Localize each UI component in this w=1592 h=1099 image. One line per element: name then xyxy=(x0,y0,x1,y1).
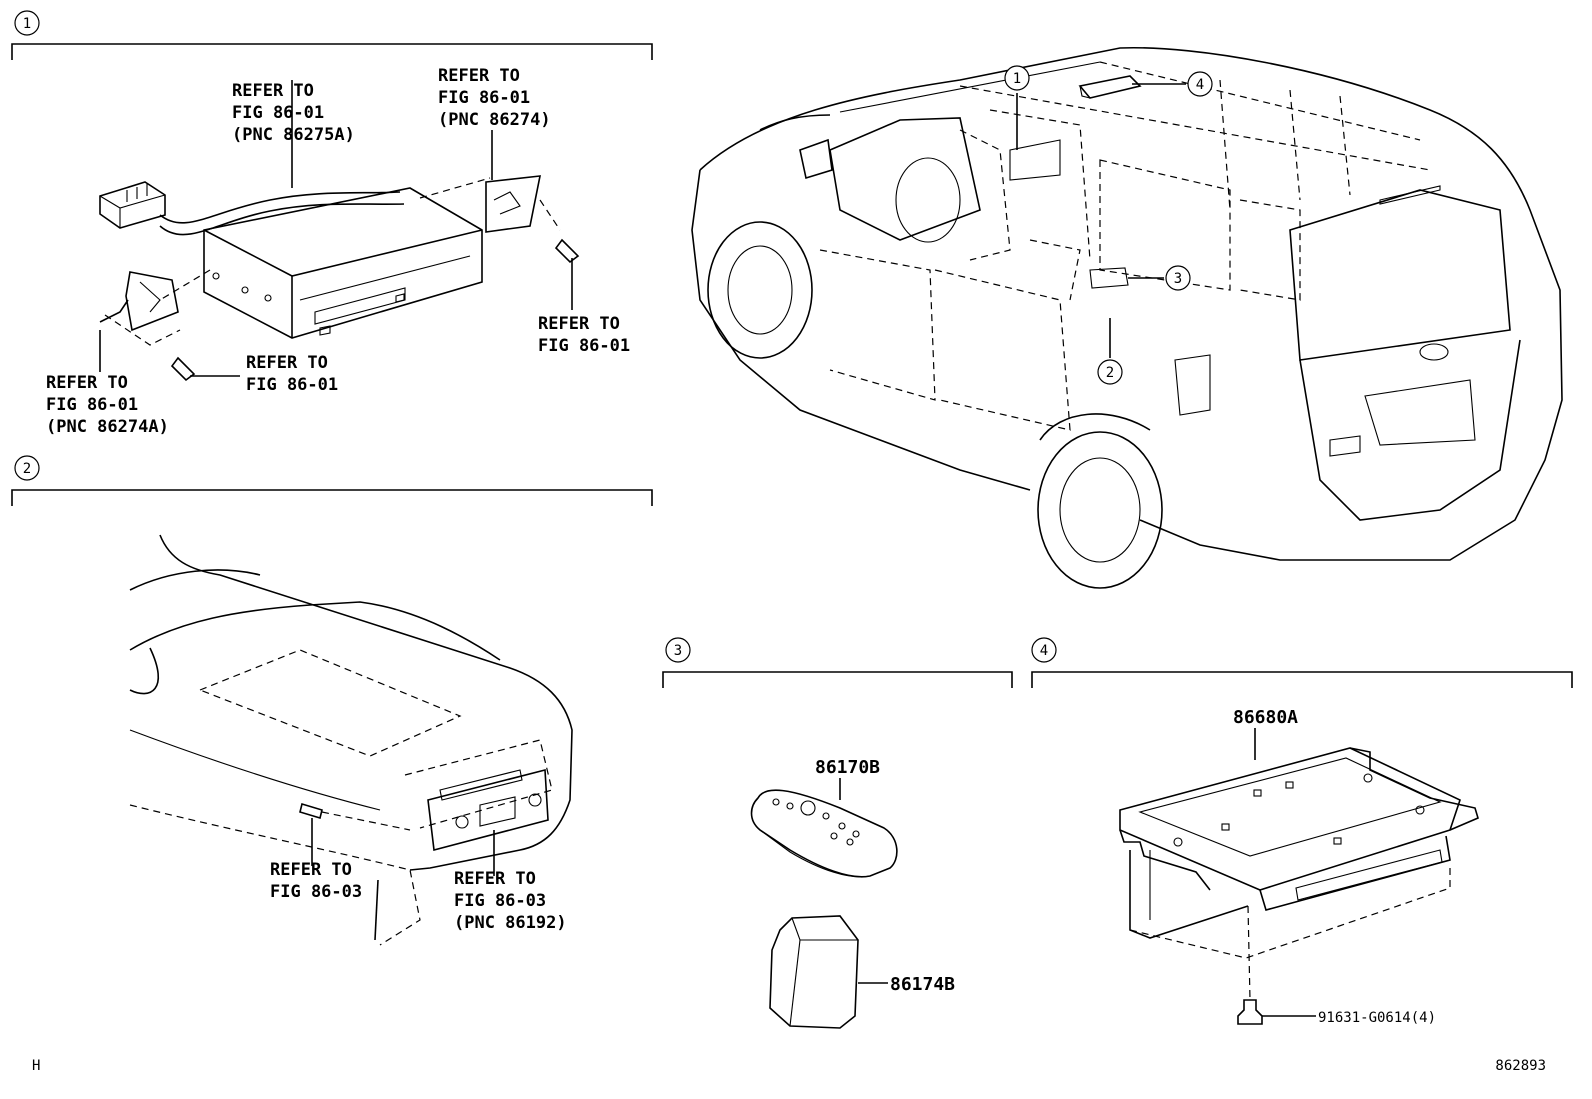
svg-text:REFER TO: REFER TO xyxy=(438,66,520,86)
section-1-callout-number: 1 xyxy=(23,16,31,32)
section-4-bracket xyxy=(1031,671,1573,688)
ref-label-top-right: REFER TO FIG 86-01 (PNC 86274) xyxy=(438,66,551,180)
svg-text:REFER TO: REFER TO xyxy=(454,869,536,889)
ceiling-monitor-drawing xyxy=(1119,728,1479,1001)
section-1-callout-circle xyxy=(14,10,40,36)
section-4: 4 86680A 91631-G06 xyxy=(1031,637,1573,1026)
section-3-callout-circle xyxy=(665,637,691,663)
svg-text:REFER TO: REFER TO xyxy=(46,373,128,393)
vehicle-callout-1-circle xyxy=(1004,65,1030,91)
vehicle-callout-4-circle xyxy=(1187,71,1213,97)
ref-label-bottom-mid: REFER TO FIG 86-01 xyxy=(246,353,338,395)
vehicle-drawing xyxy=(691,46,1563,589)
section-1-bracket xyxy=(11,43,653,60)
svg-text:REFER TO: REFER TO xyxy=(538,314,620,334)
dvd-player-unit xyxy=(159,177,491,339)
part-number-cover: 86174B xyxy=(890,974,955,995)
svg-text:FIG 86-03: FIG 86-03 xyxy=(270,882,362,902)
vehicle-callout-3: 3 xyxy=(1174,271,1182,287)
ref-label-section-2-left: REFER TO FIG 86-03 xyxy=(270,860,362,902)
svg-text:FIG 86-01: FIG 86-01 xyxy=(232,103,324,123)
ref-label-bottom-left: REFER TO FIG 86-01 (PNC 86274A) xyxy=(46,373,169,437)
part-number-remote: 86170B xyxy=(815,757,880,778)
svg-text:FIG 86-01: FIG 86-01 xyxy=(46,395,138,415)
vehicle-callout-3-circle xyxy=(1165,265,1191,291)
ref-label-section-2-right: REFER TO FIG 86-03 (PNC 86192) xyxy=(454,869,567,933)
left-bracket xyxy=(99,271,181,346)
svg-text:FIG 86-01: FIG 86-01 xyxy=(438,88,530,108)
section-2-bracket xyxy=(11,489,653,506)
cover-drawing xyxy=(769,915,888,1029)
section-1: 1 xyxy=(11,10,653,437)
section-3: 3 86170B 86174B xyxy=(662,637,1013,1029)
section-3-callout-number: 3 xyxy=(674,643,682,659)
section-2-callout-circle xyxy=(14,455,40,481)
cable-connector xyxy=(99,80,405,236)
section-4-callout-circle xyxy=(1031,637,1057,663)
footer-diagram-number: 862893 xyxy=(1495,1058,1546,1074)
part-number-unit: 86680A xyxy=(1233,707,1298,728)
section-2: 2 REFER TO FIG 86-03 xyxy=(11,455,653,946)
vehicle-callout-2: 2 xyxy=(1106,365,1114,381)
svg-text:(PNC 86275A): (PNC 86275A) xyxy=(232,125,355,145)
ref-label-top-left: REFER TO FIG 86-01 (PNC 86275A) xyxy=(232,81,355,145)
screw-section-2 xyxy=(299,802,495,876)
vehicle-callouts: 1 2 3 4 xyxy=(1004,65,1213,385)
rear-console-drawing xyxy=(129,534,573,946)
bolt-section-4 xyxy=(1237,999,1316,1025)
bolts-section-1 xyxy=(99,238,580,382)
svg-text:FIG 86-03: FIG 86-03 xyxy=(454,891,546,911)
rear-console-panel xyxy=(427,768,549,852)
part-number-bolt: 91631-G0614(4) xyxy=(1318,1010,1436,1026)
remote-control-drawing xyxy=(750,778,898,878)
right-bracket xyxy=(485,175,561,233)
svg-text:FIG 86-01: FIG 86-01 xyxy=(538,336,630,356)
section-4-callout-number: 4 xyxy=(1040,643,1048,659)
footer-left-code: H xyxy=(32,1058,40,1074)
vehicle-callout-2-circle xyxy=(1097,359,1123,385)
svg-text:(PNC 86192): (PNC 86192) xyxy=(454,913,567,933)
section-2-callout-number: 2 xyxy=(23,461,31,477)
svg-text:REFER TO: REFER TO xyxy=(270,860,352,880)
ref-label-right: REFER TO FIG 86-01 xyxy=(538,314,630,356)
svg-text:REFER TO: REFER TO xyxy=(246,353,328,373)
vehicle-callout-1: 1 xyxy=(1013,71,1021,87)
svg-text:(PNC 86274): (PNC 86274) xyxy=(438,110,551,130)
svg-text:REFER TO: REFER TO xyxy=(232,81,314,101)
section-3-bracket xyxy=(662,671,1013,688)
vehicle-callout-4: 4 xyxy=(1196,77,1204,93)
svg-text:(PNC 86274A): (PNC 86274A) xyxy=(46,417,169,437)
svg-text:FIG 86-01: FIG 86-01 xyxy=(246,375,338,395)
